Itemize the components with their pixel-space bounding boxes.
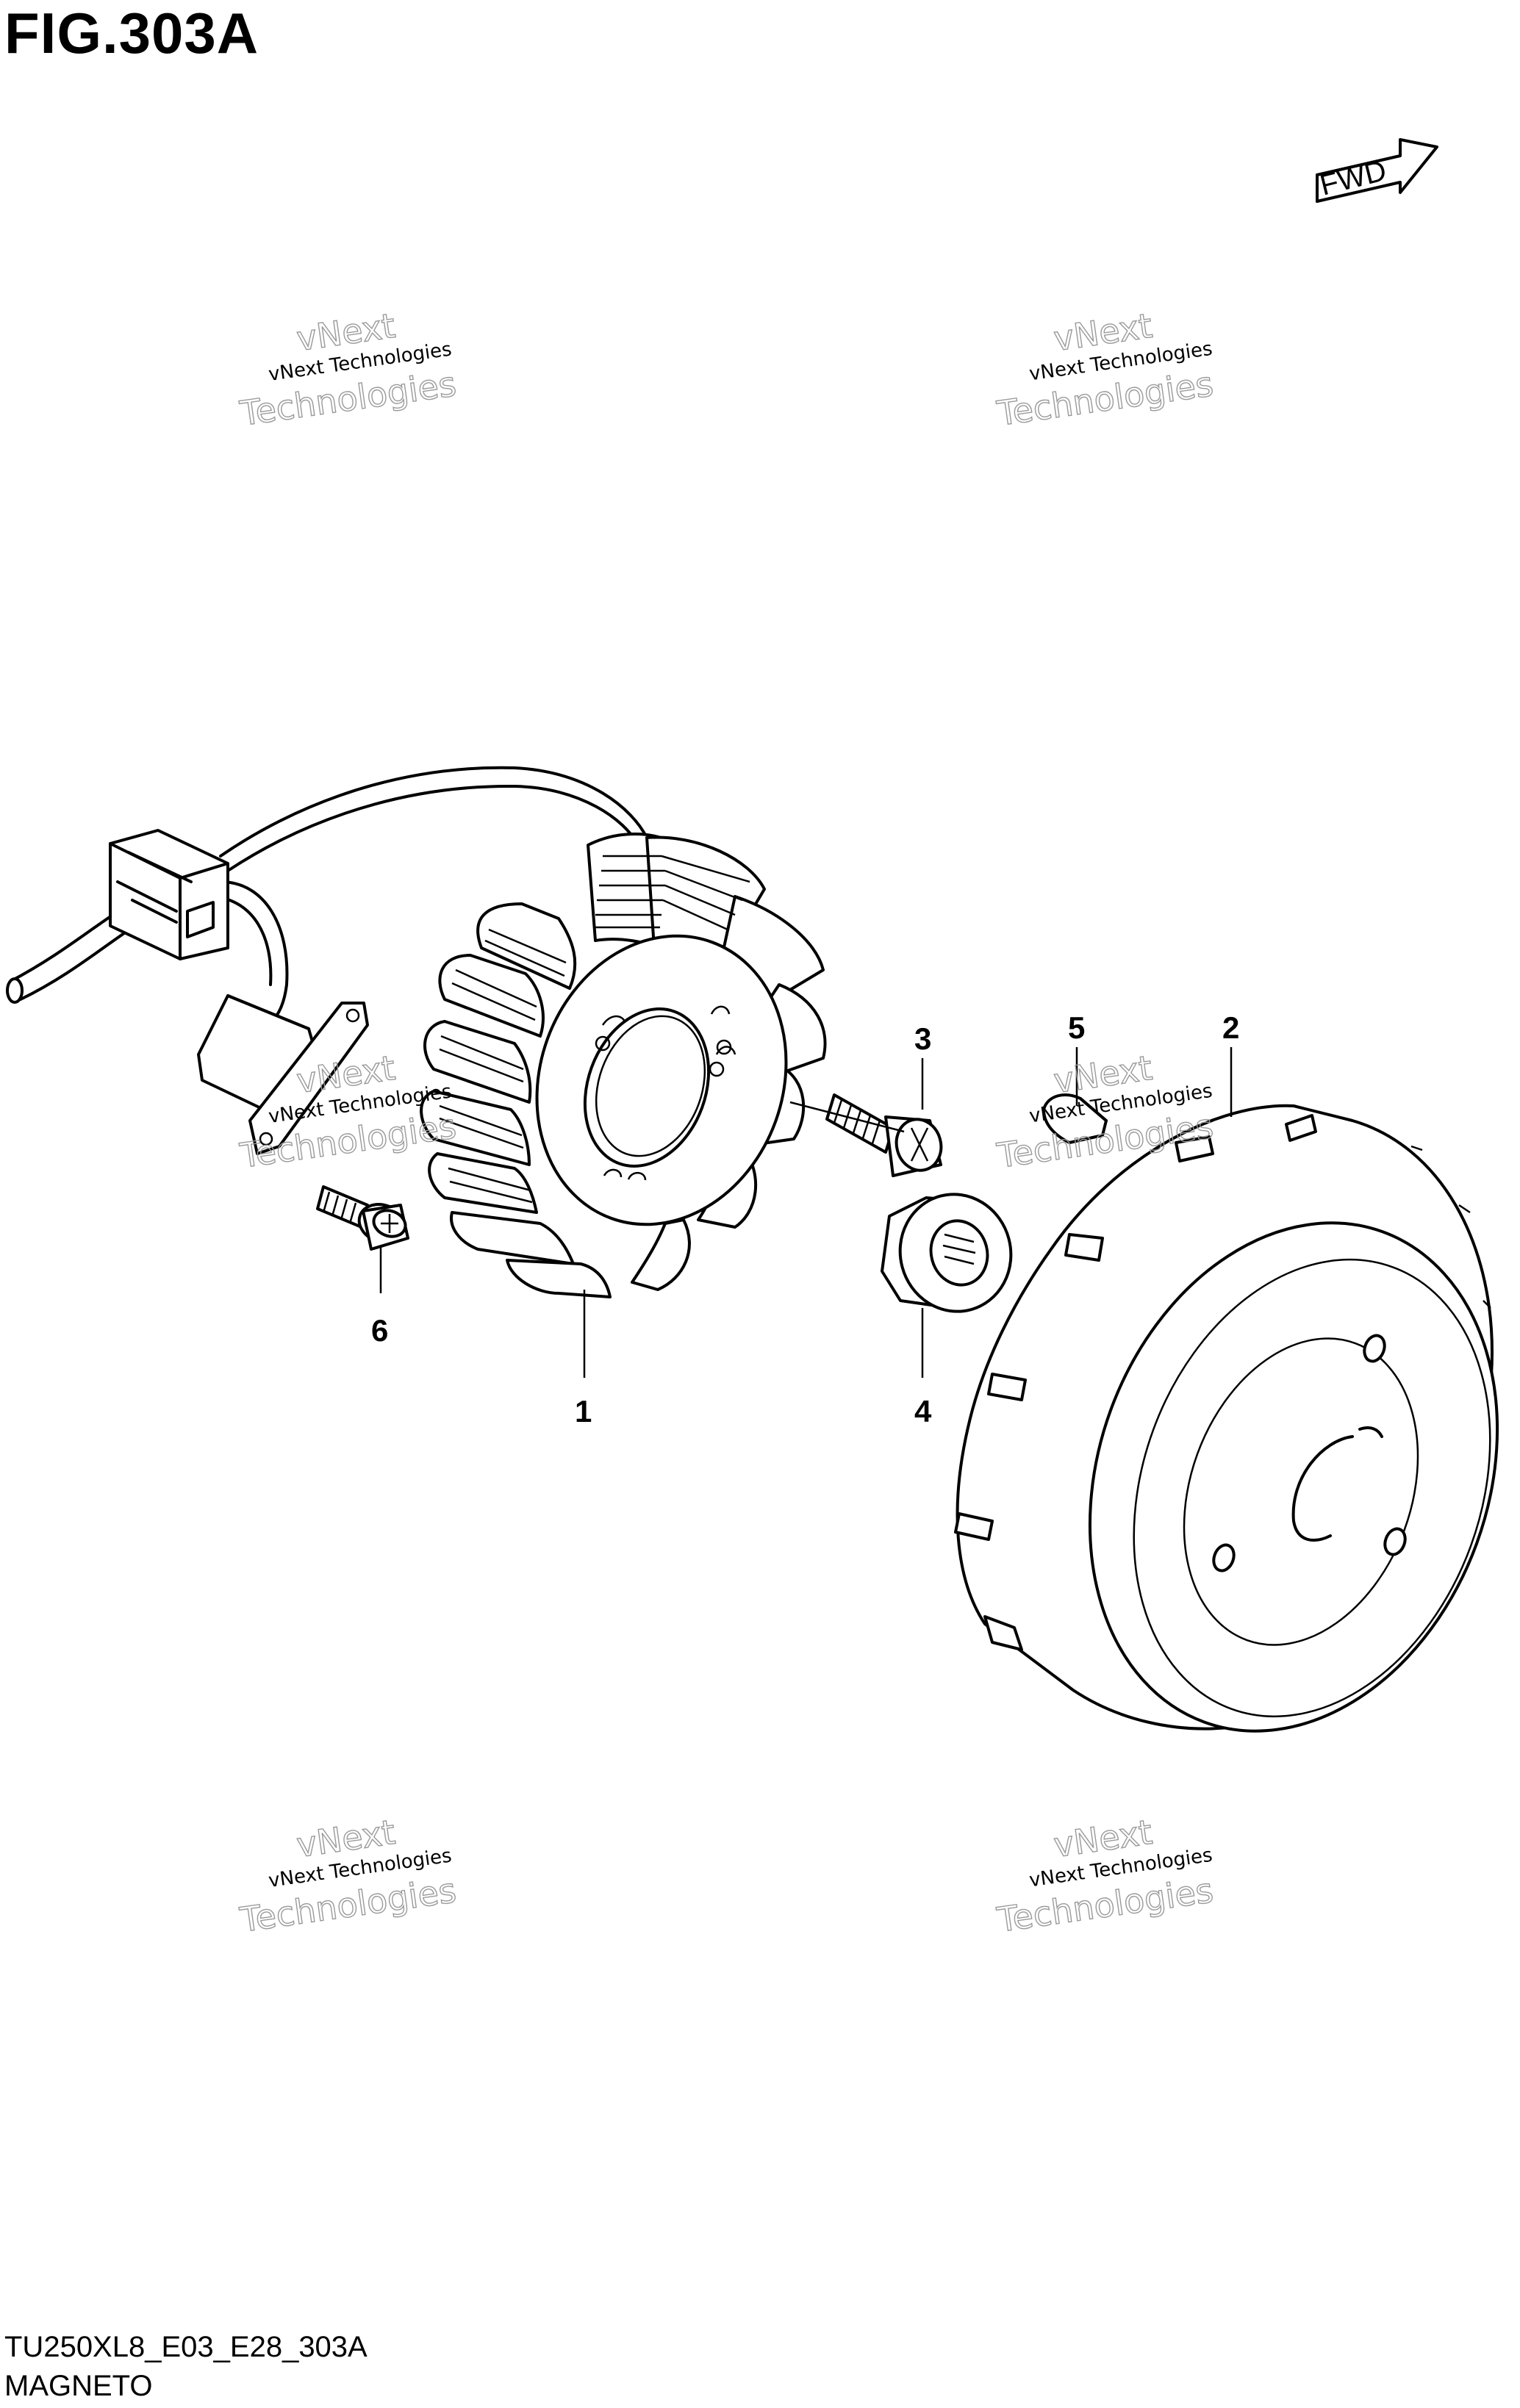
callout-5: 5 — [1068, 1010, 1085, 1045]
callout-2: 2 — [1222, 1010, 1239, 1045]
figure-title: FIG.303A — [4, 1, 259, 65]
fwd-label: FWD — [1317, 154, 1390, 202]
wire-connector — [109, 829, 229, 960]
rotor-flywheel — [954, 1104, 1499, 1733]
watermark-top-left: vNext Technologies vNext Technologies — [237, 305, 459, 434]
watermark-bottom-left: vNext Technologies vNext Technologies — [237, 1811, 459, 1940]
nut-part — [881, 1193, 1013, 1313]
leader-lines — [379, 1047, 1233, 1378]
callout-4: 4 — [914, 1394, 932, 1428]
callout-3: 3 — [914, 1021, 931, 1056]
watermark-top-right: vNext Technologies vNext Technologies — [994, 305, 1216, 434]
pickup-coil — [197, 994, 369, 1155]
bolt-part — [825, 1093, 943, 1177]
wire-harness — [6, 766, 648, 1030]
figure-code: TU250XL8_E03_E28_303A — [4, 2331, 368, 2363]
callout-1: 1 — [575, 1394, 592, 1428]
watermark-bottom-right: vNext Technologies vNext Technologies — [994, 1811, 1216, 1940]
callout-6: 6 — [371, 1313, 388, 1348]
figure-name: MAGNETO — [4, 2370, 153, 2402]
stator-assembly — [420, 833, 827, 1298]
key-part — [1042, 1093, 1108, 1144]
screw-part — [316, 1185, 409, 1251]
fwd-arrow-indicator: FWD — [1316, 138, 1438, 203]
